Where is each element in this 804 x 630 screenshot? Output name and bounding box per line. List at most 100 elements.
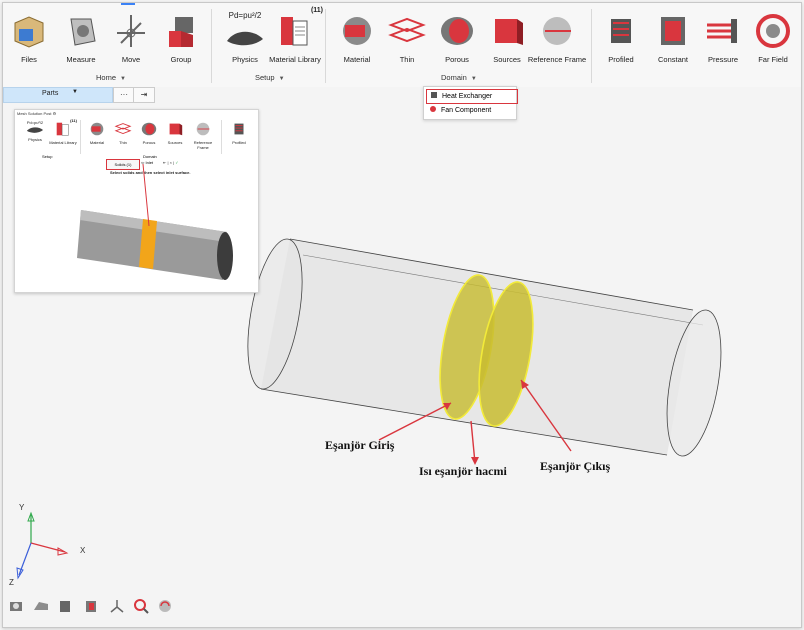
profiled-label: Profiled bbox=[608, 55, 634, 64]
group-home[interactable]: Home▼ bbox=[96, 73, 126, 82]
inset-tabs: Mesh Solution Post ⚙ bbox=[17, 111, 57, 116]
inset-hint-text: Select solids and then select inlet surf… bbox=[110, 170, 191, 175]
far-field-icon bbox=[756, 14, 790, 48]
triad-y-label: Y bbox=[19, 503, 25, 512]
inlet-selector[interactable]: ⇦ Inlet bbox=[141, 160, 154, 165]
inset-sources-button[interactable]: Sources bbox=[161, 120, 189, 145]
far-field-button[interactable]: Far Field bbox=[743, 11, 801, 64]
inset-thin-button[interactable]: Thin bbox=[109, 120, 137, 145]
solid-view-icon[interactable] bbox=[57, 598, 73, 614]
sources-button[interactable]: Sources bbox=[477, 11, 537, 64]
cylinder-edge-bottom bbox=[260, 388, 668, 456]
profiled-icon bbox=[611, 19, 631, 43]
inset-physics-formula: Pd=pu²/2 bbox=[26, 120, 44, 125]
cylinder-end-left bbox=[247, 238, 303, 390]
physics-formula: Pd=pu²/2 bbox=[228, 11, 262, 20]
ribbon-divider bbox=[325, 9, 326, 83]
pressure-icon bbox=[707, 19, 737, 43]
constant-button[interactable]: Constant bbox=[643, 11, 703, 64]
move-button[interactable]: Move bbox=[101, 11, 161, 64]
material-library-button[interactable]: (11) Material Library bbox=[265, 7, 325, 64]
menu-item-fan-component[interactable]: Fan Component bbox=[426, 104, 516, 117]
reference-frame-label: Reference Frame bbox=[527, 55, 587, 64]
far-field-label: Far Field bbox=[758, 55, 788, 64]
pressure-label: Pressure bbox=[707, 55, 738, 64]
inset-profiled-button[interactable]: Profiled bbox=[225, 120, 253, 145]
files-label: Files bbox=[21, 55, 37, 64]
solids-selector[interactable]: Solids (1) bbox=[106, 159, 140, 170]
ribbon-selection-indicator bbox=[121, 3, 135, 5]
move-label: Move bbox=[121, 55, 141, 64]
measure-button[interactable]: Measure bbox=[51, 11, 111, 64]
constant-label: Constant bbox=[657, 55, 689, 64]
inset-material-library-button[interactable]: (11) Material Library bbox=[49, 118, 77, 145]
porous-icon bbox=[441, 17, 473, 45]
triad-x-label: X bbox=[80, 546, 86, 555]
reference-frame-icon bbox=[196, 122, 210, 136]
inset-viewport bbox=[77, 163, 233, 280]
physics-button[interactable]: Pd=pu²/2 Physics bbox=[215, 11, 275, 64]
triad-x-arrow bbox=[57, 547, 69, 556]
pressure-button[interactable]: Pressure bbox=[693, 11, 753, 64]
cylinder-edge-inner bbox=[302, 254, 704, 326]
arrow-head bbox=[521, 380, 529, 389]
ribbon-toolbar: Files Measure Move Group Home▼ Pd=pu²/2 … bbox=[3, 3, 801, 87]
reference-frame-icon bbox=[543, 17, 571, 45]
material-library-icon bbox=[281, 17, 308, 46]
heat-exchanger-outlet-surface[interactable] bbox=[470, 278, 543, 430]
inset-controls[interactable]: ⇤ | × | ✓ bbox=[163, 160, 179, 165]
rotate-view-icon[interactable] bbox=[157, 598, 173, 614]
triad-z-arrow bbox=[16, 567, 24, 580]
material-library-icon bbox=[56, 122, 69, 136]
thin-button[interactable]: Thin bbox=[377, 11, 437, 64]
inset-material-button[interactable]: Material bbox=[83, 120, 111, 145]
triad-z-label: Z bbox=[9, 578, 14, 587]
inset-physics-button[interactable]: Pd=pu²/2 Physics bbox=[21, 120, 49, 142]
inset-reference-frame-button[interactable]: Reference Frame bbox=[189, 120, 217, 150]
zoom-icon[interactable] bbox=[133, 598, 149, 614]
chevron-down-icon: ▼ bbox=[72, 89, 78, 95]
inset-cylinder-end bbox=[217, 232, 233, 280]
inset-group-setup: Setup bbox=[42, 154, 53, 159]
triad-y-arrow bbox=[27, 511, 35, 522]
chevron-down-icon: ▼ bbox=[470, 76, 477, 82]
label-exchanger-inlet: Eşanjör Giriş bbox=[325, 438, 395, 452]
group-label: Group bbox=[170, 55, 192, 64]
reference-frame-button[interactable]: Reference Frame bbox=[527, 11, 587, 64]
inset-screenshot: Mesh Solution Post ⚙ Pd=pu²/2 Physics (1… bbox=[14, 109, 259, 293]
inset-divider bbox=[80, 120, 81, 154]
check-icon[interactable]: ✓ bbox=[175, 160, 179, 165]
files-button[interactable]: Files bbox=[3, 11, 59, 64]
group-domain[interactable]: Domain▼ bbox=[441, 73, 477, 82]
camera-icon[interactable] bbox=[9, 598, 25, 614]
thin-icon bbox=[114, 123, 132, 134]
group-button[interactable]: Group bbox=[151, 11, 211, 64]
section-view-icon[interactable] bbox=[83, 598, 99, 614]
constant-icon bbox=[661, 17, 685, 45]
triad-z-axis bbox=[18, 542, 32, 576]
collapse-button[interactable]: ⇥ bbox=[133, 87, 155, 103]
porous-button[interactable]: Porous bbox=[427, 11, 487, 64]
parts-dropdown[interactable]: Parts ▼ bbox=[3, 87, 113, 103]
physics-icon bbox=[227, 31, 263, 46]
ribbon-divider bbox=[591, 9, 592, 83]
profiled-button[interactable]: Profiled bbox=[591, 11, 651, 64]
group-setup[interactable]: Setup▼ bbox=[255, 73, 285, 82]
viewport-canvas[interactable] bbox=[3, 3, 801, 627]
thin-icon bbox=[388, 17, 426, 43]
cylinder-end-right bbox=[666, 309, 722, 457]
measure-label: Measure bbox=[66, 55, 96, 64]
shading-icon[interactable] bbox=[33, 598, 49, 614]
sources-icon bbox=[169, 123, 183, 136]
fan-component-icon bbox=[430, 106, 436, 112]
material-icon bbox=[343, 17, 371, 45]
triad-x-axis bbox=[30, 542, 66, 553]
triad-view-icon[interactable] bbox=[109, 598, 125, 614]
arrow-head bbox=[443, 403, 451, 410]
porous-icon bbox=[141, 122, 157, 136]
material-library-label: Material Library bbox=[269, 55, 321, 64]
inset-porous-button[interactable]: Porous bbox=[135, 120, 163, 145]
material-button[interactable]: Material bbox=[327, 11, 387, 64]
menu-item-heat-exchanger[interactable]: Heat Exchanger bbox=[426, 89, 518, 104]
